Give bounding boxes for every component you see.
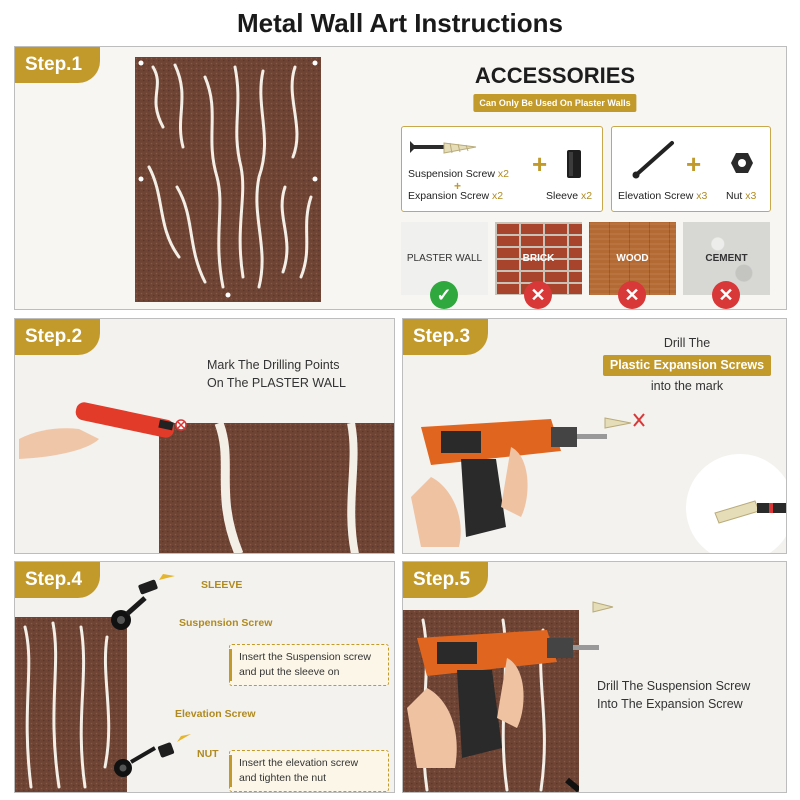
step3-instruction: Drill The Plastic Expansion Screws into … <box>597 335 777 396</box>
page-title: Metal Wall Art Instructions <box>237 8 563 38</box>
plus-small-icon: + <box>454 179 462 193</box>
sleeve-icon <box>567 150 581 178</box>
nut-label: NUT <box>197 748 219 760</box>
suspension-screw-icon <box>111 596 147 630</box>
note-suspension: Insert the Suspension screw and put the … <box>229 644 389 687</box>
wall-label: CEMENT <box>705 253 748 264</box>
step5-badge: Step.5 <box>403 562 489 598</box>
wall-label: PLASTER WALL <box>406 253 483 264</box>
step3-badge: Step.3 <box>403 319 489 355</box>
accessories-note: Can Only Be Used On Plaster Walls <box>473 94 637 112</box>
step5-line2: Into The Expansion Screw <box>597 696 743 711</box>
cross-icon: ✕ <box>712 281 740 309</box>
step1-panel: Step.1 ACCESSORIES Can O <box>14 46 787 310</box>
step5-instruction: Drill The Suspension Screw Into The Expa… <box>597 678 750 713</box>
plus-icon: + <box>686 149 702 179</box>
expansion-screw-icon <box>604 417 632 429</box>
note2-line2: and tighten the nut <box>239 772 326 785</box>
drill-icon <box>407 630 599 768</box>
suspension-screw-label: Suspension Screw <box>179 617 273 629</box>
cross-icon: ✕ <box>618 281 646 309</box>
hand-marker-illustration <box>19 402 187 459</box>
expansion-screw-icon <box>410 141 477 154</box>
step2-line2: On The PLASTER WALL <box>207 375 346 390</box>
elevation-screw-icon <box>632 141 674 179</box>
step3-line1: Drill The <box>663 336 711 350</box>
step4-badge: Step.4 <box>15 562 101 598</box>
step2-line1: Mark The Drilling Points <box>207 358 340 372</box>
metal-wall-art-panel <box>135 57 321 302</box>
wall-label: BRICK <box>522 253 555 264</box>
wall-wood: WOOD <box>589 222 676 295</box>
panel-closeup-illustration <box>159 423 394 553</box>
detail-circle-illustration <box>686 454 786 553</box>
elevation-screw-label: Elevation Screw x3 <box>618 190 708 202</box>
sleeve-arrow-icon <box>138 574 175 595</box>
note2-line1: Insert the elevation screw <box>239 757 359 769</box>
nut-label: Nut x3 <box>726 190 757 202</box>
step2-panel: Step.2 Mark The Drilling Points On The P… <box>14 318 395 554</box>
note1-line2: and put the sleeve on <box>239 666 340 679</box>
step3-panel: Step.3 Drill The Plastic Expansion Screw… <box>402 318 787 554</box>
wall-brick: BRICK <box>495 222 582 295</box>
sleeve-label: SLEEVE <box>201 579 243 591</box>
kit-elevation-box: + Elevation Screw x3 Nut x3 <box>611 126 771 212</box>
step5-line1: Drill The Suspension Screw <box>597 679 751 693</box>
step1-badge: Step.1 <box>15 47 101 83</box>
sleeve-label: Sleeve x2 <box>546 190 593 202</box>
step3-highlight: Plastic Expansion Screws <box>602 354 772 376</box>
accessories-title: ACCESSORIES <box>474 63 636 88</box>
wall-label: WOOD <box>616 253 649 264</box>
metal-wall-art-edge <box>15 617 127 792</box>
step4-panel: Step.4 SLEEVE Suspension Screw Insert th… <box>14 561 395 793</box>
mark-x-icon <box>633 413 645 427</box>
kit-suspension-box: Suspension Screw x2 + Expansion Screw x2… <box>401 126 603 212</box>
cross-icon: ✕ <box>524 281 552 309</box>
elevation-screw-icon <box>114 734 191 777</box>
step3-line3: into the mark <box>650 379 724 393</box>
step2-instruction: Mark The Drilling Points On The PLASTER … <box>207 357 346 392</box>
expansion-screw-label: Expansion Screw x2 <box>408 190 504 202</box>
plus-icon: + <box>532 149 548 179</box>
nut-icon <box>731 153 753 173</box>
wall-anchor-icon <box>592 601 614 613</box>
note1-line1: Insert the Suspension screw <box>239 651 371 663</box>
drill-icon <box>411 419 607 547</box>
step5-panel: Step.5 Drill The Suspension Screw Into <box>402 561 787 793</box>
check-icon: ✓ <box>430 281 458 309</box>
note-elevation: Insert the elevation screw and tighten t… <box>229 750 389 792</box>
elevation-screw-label: Elevation Screw <box>175 708 256 720</box>
suspension-screw-label: Suspension Screw x2 <box>408 168 509 180</box>
step2-badge: Step.2 <box>15 319 101 355</box>
